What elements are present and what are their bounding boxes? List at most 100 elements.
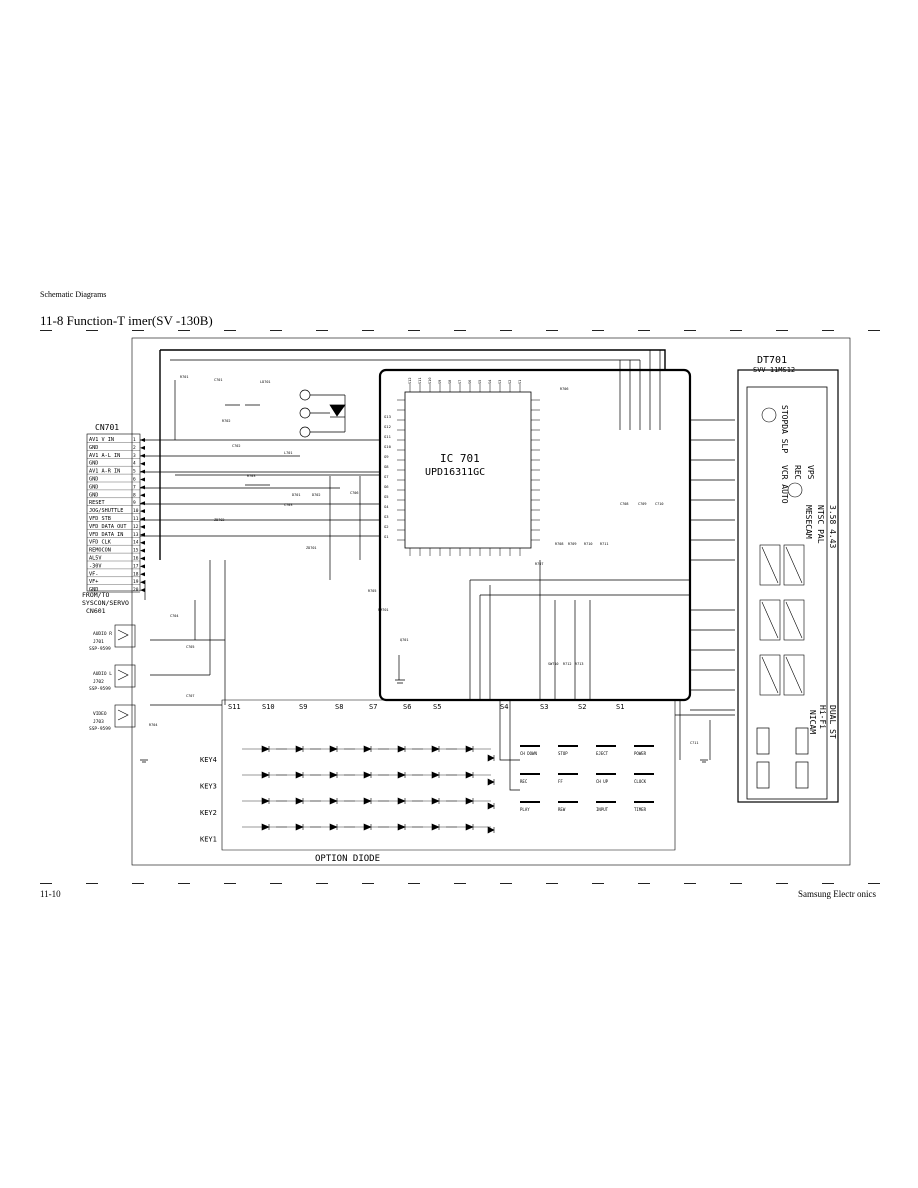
ic-left-pin-label: G3	[384, 514, 389, 519]
connector-pin-number: 5	[133, 469, 136, 475]
strobe-label: S2	[578, 703, 586, 711]
component-label: R711	[600, 542, 608, 546]
connector-pin-number: 3	[133, 453, 136, 459]
component-label: ZD702	[214, 518, 225, 522]
connector-pin-arrow	[140, 445, 145, 450]
connector-pin-arrow	[140, 524, 145, 529]
jack-symbol	[114, 664, 136, 688]
connector-pin-arrow	[140, 540, 145, 545]
component-label: R712	[563, 662, 571, 666]
jack-ref: J701	[93, 639, 104, 645]
connector-pin-number: 14	[133, 540, 139, 546]
switch-label: TIMER	[634, 807, 647, 812]
connector-pin-number: 4	[133, 461, 136, 467]
component-label: R704	[149, 723, 157, 727]
component-label: R705	[368, 589, 376, 593]
ic-left-pin-label: G12	[384, 424, 391, 429]
switch-label: CH UP	[596, 779, 609, 784]
connector-pin-label: -30V	[89, 563, 102, 569]
jack-symbol	[114, 704, 136, 728]
ic-left-pin-label: G10	[384, 444, 392, 449]
connector-pin-number: 15	[133, 548, 139, 554]
option-diode-symbol	[487, 802, 495, 810]
ic-top-pin-label: S2	[508, 380, 512, 384]
connector-pin-number: 1	[133, 437, 136, 443]
jack-contact	[117, 629, 129, 641]
display-part: SVV-11MS12	[753, 366, 795, 374]
component-label: L701	[284, 451, 292, 455]
switch-label: REC	[520, 779, 528, 784]
ic-left-pin-label: G4	[384, 504, 389, 509]
ic-top-pin-label: S4	[488, 380, 492, 384]
key-line-label: KEY4	[200, 756, 217, 764]
connector-pin-label: GND	[89, 484, 98, 490]
connector-pin-arrow	[140, 461, 145, 466]
connector-dest: SYSCON/SERVO	[82, 599, 129, 607]
component-label: C708	[620, 502, 628, 506]
jack-ref: J703	[93, 719, 104, 725]
option-diode-label: OPTION DIODE	[315, 854, 380, 864]
strobe-label: S9	[299, 703, 307, 711]
ic-top-pin-label: S8	[448, 380, 452, 384]
switch-label: INPUT	[596, 807, 609, 812]
jack-contact	[117, 669, 129, 681]
connector-pin-arrow	[140, 564, 145, 569]
connector-pin-arrow	[140, 580, 145, 585]
strobe-label: S6	[403, 703, 411, 711]
display-legend: 3.58 4.43	[828, 505, 837, 549]
display-module	[737, 369, 839, 803]
ic-left-pin-label: G11	[384, 434, 392, 439]
connector-pin-number: 19	[133, 579, 139, 585]
jack-part: SSP-9599	[89, 726, 111, 732]
jack-part: SSP-9599	[89, 686, 111, 692]
bottom-rule	[40, 883, 880, 885]
connector-pin-number: 8	[133, 492, 136, 498]
connector-pin-label: AV1 A-L IN	[89, 453, 120, 459]
connector-pin-label: VFD DATA IN	[89, 532, 123, 538]
display-legend: DUAL ST	[828, 705, 837, 739]
ic-left-pin-label: G6	[384, 484, 389, 489]
jack-part: SSP-9599	[89, 646, 111, 652]
strobe-label: S11	[228, 703, 241, 711]
ic-left-pin-label: G2	[384, 524, 389, 529]
ic-top-pin-label: S7	[458, 380, 462, 384]
jack-name: AUDIO R	[93, 631, 112, 637]
switch-label: STOP	[558, 751, 568, 756]
strobe-label: S8	[335, 703, 343, 711]
connector-pin-number: 6	[133, 477, 136, 483]
display-ref: DT701	[757, 355, 787, 366]
component-label: C710	[655, 502, 663, 506]
ic-left-pin-label: G9	[384, 454, 389, 459]
ic-top-pin-label: S12	[408, 378, 412, 385]
company-name: Samsung Electr onics	[798, 889, 876, 899]
component-label: R703	[247, 474, 255, 478]
display-legend: NTSC PAL	[816, 505, 825, 544]
component-label: Q701	[400, 638, 408, 642]
connector-pin-arrow	[140, 509, 145, 514]
connector-pin-label: GND	[89, 587, 98, 593]
connector-pin-number: 17	[133, 563, 139, 569]
connector-pin-label: RESET	[89, 500, 105, 506]
key-line-label: KEY1	[200, 836, 217, 844]
connector-pin-number: 16	[133, 556, 139, 562]
strobe-label: S7	[369, 703, 377, 711]
option-diode-symbol	[487, 826, 495, 834]
ic-top-pin-label: S11	[418, 378, 422, 385]
connector-pin-label: AL5V	[89, 556, 102, 562]
jack-name: AUDIO L	[93, 671, 112, 677]
strobe-label: S4	[500, 703, 508, 711]
connector-pin-label: GND	[89, 445, 98, 451]
ic-left-pin-label: G1	[384, 534, 389, 539]
jack-contact	[117, 709, 129, 721]
ic-top-pin-label: S6	[468, 380, 472, 384]
component-label: D702	[312, 493, 320, 497]
component-label: C709	[638, 502, 646, 506]
option-diode-symbol	[487, 754, 495, 762]
connector-pin-arrow	[140, 588, 145, 593]
component-label: RM701	[378, 608, 389, 612]
component-label: R707	[535, 562, 543, 566]
display-legend: VCR AUTO	[780, 465, 789, 504]
connector-pin-number: 11	[133, 516, 139, 522]
display-legend: REC	[793, 465, 802, 480]
option-diode-symbol	[487, 778, 495, 786]
